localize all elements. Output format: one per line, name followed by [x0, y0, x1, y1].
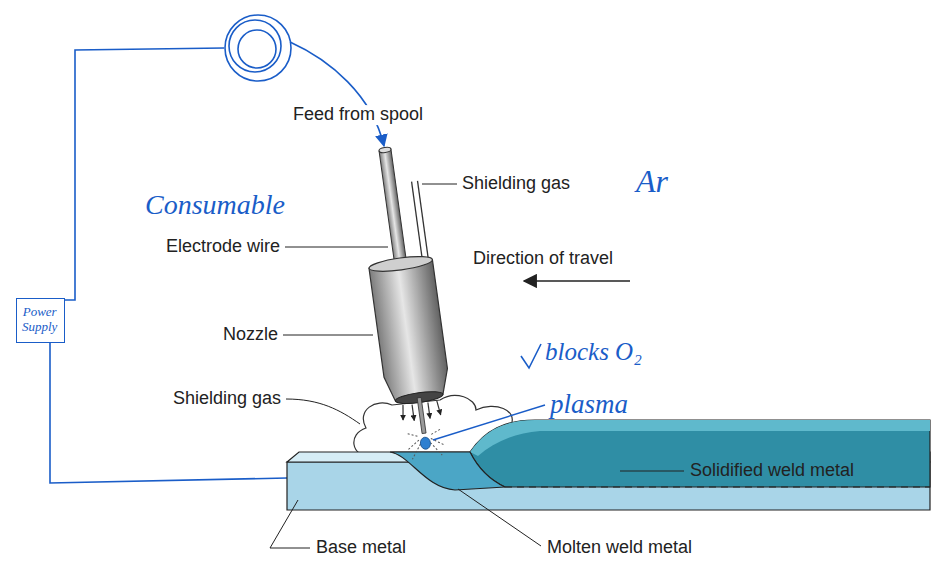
gas-flow-arrow — [428, 403, 430, 419]
spool-coil — [229, 20, 281, 72]
handwritten-note: blocks O₂ — [545, 338, 642, 366]
welding-torch — [353, 143, 459, 461]
molten-pool — [390, 452, 505, 490]
spool-coil — [225, 15, 291, 81]
gas-hose — [418, 181, 429, 263]
leader-line — [286, 399, 360, 424]
part-label: Shielding gas — [462, 174, 570, 194]
label-text: Solidified weld metal — [690, 461, 854, 481]
leader-line — [283, 335, 373, 336]
label-text: Ar — [636, 164, 668, 199]
plasma-pointer — [433, 405, 545, 440]
power-wire — [50, 330, 287, 483]
part-label: Feed from spool — [290, 105, 426, 125]
label-text: blocks O₂ — [545, 338, 642, 366]
box-text: Power Supply — [22, 305, 57, 335]
gas-flow-arrow — [437, 400, 441, 415]
label-text: Feed from spool — [290, 105, 426, 125]
spark — [431, 429, 441, 434]
leader-line — [458, 489, 541, 546]
part-label: Nozzle — [223, 325, 278, 345]
leader-line — [285, 247, 388, 248]
spark — [407, 432, 417, 437]
electrode-tube — [379, 149, 407, 268]
gas-flow-arrow — [401, 405, 405, 420]
leader-line — [270, 500, 310, 548]
label-text: Base metal — [316, 538, 406, 558]
travel-arrow — [524, 280, 630, 282]
spool-coil — [238, 30, 276, 68]
spark — [430, 441, 442, 456]
label-text: Shielding gas — [462, 174, 570, 194]
solidified-weld — [470, 420, 930, 487]
leader-line — [620, 471, 684, 472]
part-label: Electrode wire — [166, 237, 280, 257]
label-text: Nozzle — [223, 325, 278, 345]
leader-lines — [270, 184, 684, 548]
label-text: Molten weld metal — [547, 538, 692, 558]
part-label: Shielding gas — [173, 389, 281, 409]
handwritten-note: plasma — [550, 390, 628, 420]
check-mark — [521, 344, 541, 368]
spark — [411, 444, 423, 459]
feed-wire — [290, 42, 384, 146]
fusion-line — [505, 486, 930, 487]
handwritten-note: Consumable — [145, 190, 285, 221]
electrode-tube-end — [379, 147, 392, 154]
wire-spool — [50, 15, 384, 483]
gas-hose — [412, 182, 423, 264]
label-text: Shielding gas — [173, 389, 281, 409]
part-label: Direction of travel — [473, 249, 613, 269]
gas-flow-arrow — [412, 405, 414, 421]
power-supply-box: Power Supply — [16, 298, 65, 343]
label-text: Consumable — [145, 190, 285, 221]
electrode-tip — [417, 397, 426, 433]
power-wire — [58, 48, 224, 300]
part-label: Base metal — [316, 538, 406, 558]
leader-line — [422, 184, 457, 185]
part-label: Solidified weld metal — [690, 461, 854, 481]
weld-top-surface — [470, 420, 930, 456]
label-text: Electrode wire — [166, 237, 280, 257]
label-text: Direction of travel — [473, 249, 613, 269]
part-label: Molten weld metal — [547, 538, 692, 558]
handwritten-note: Ar — [636, 164, 668, 199]
nozzle-top — [368, 254, 433, 275]
nozzle-body — [369, 260, 451, 402]
label-text: plasma — [550, 390, 628, 420]
arc-sparks — [406, 429, 445, 460]
metal-droplet — [420, 437, 432, 450]
